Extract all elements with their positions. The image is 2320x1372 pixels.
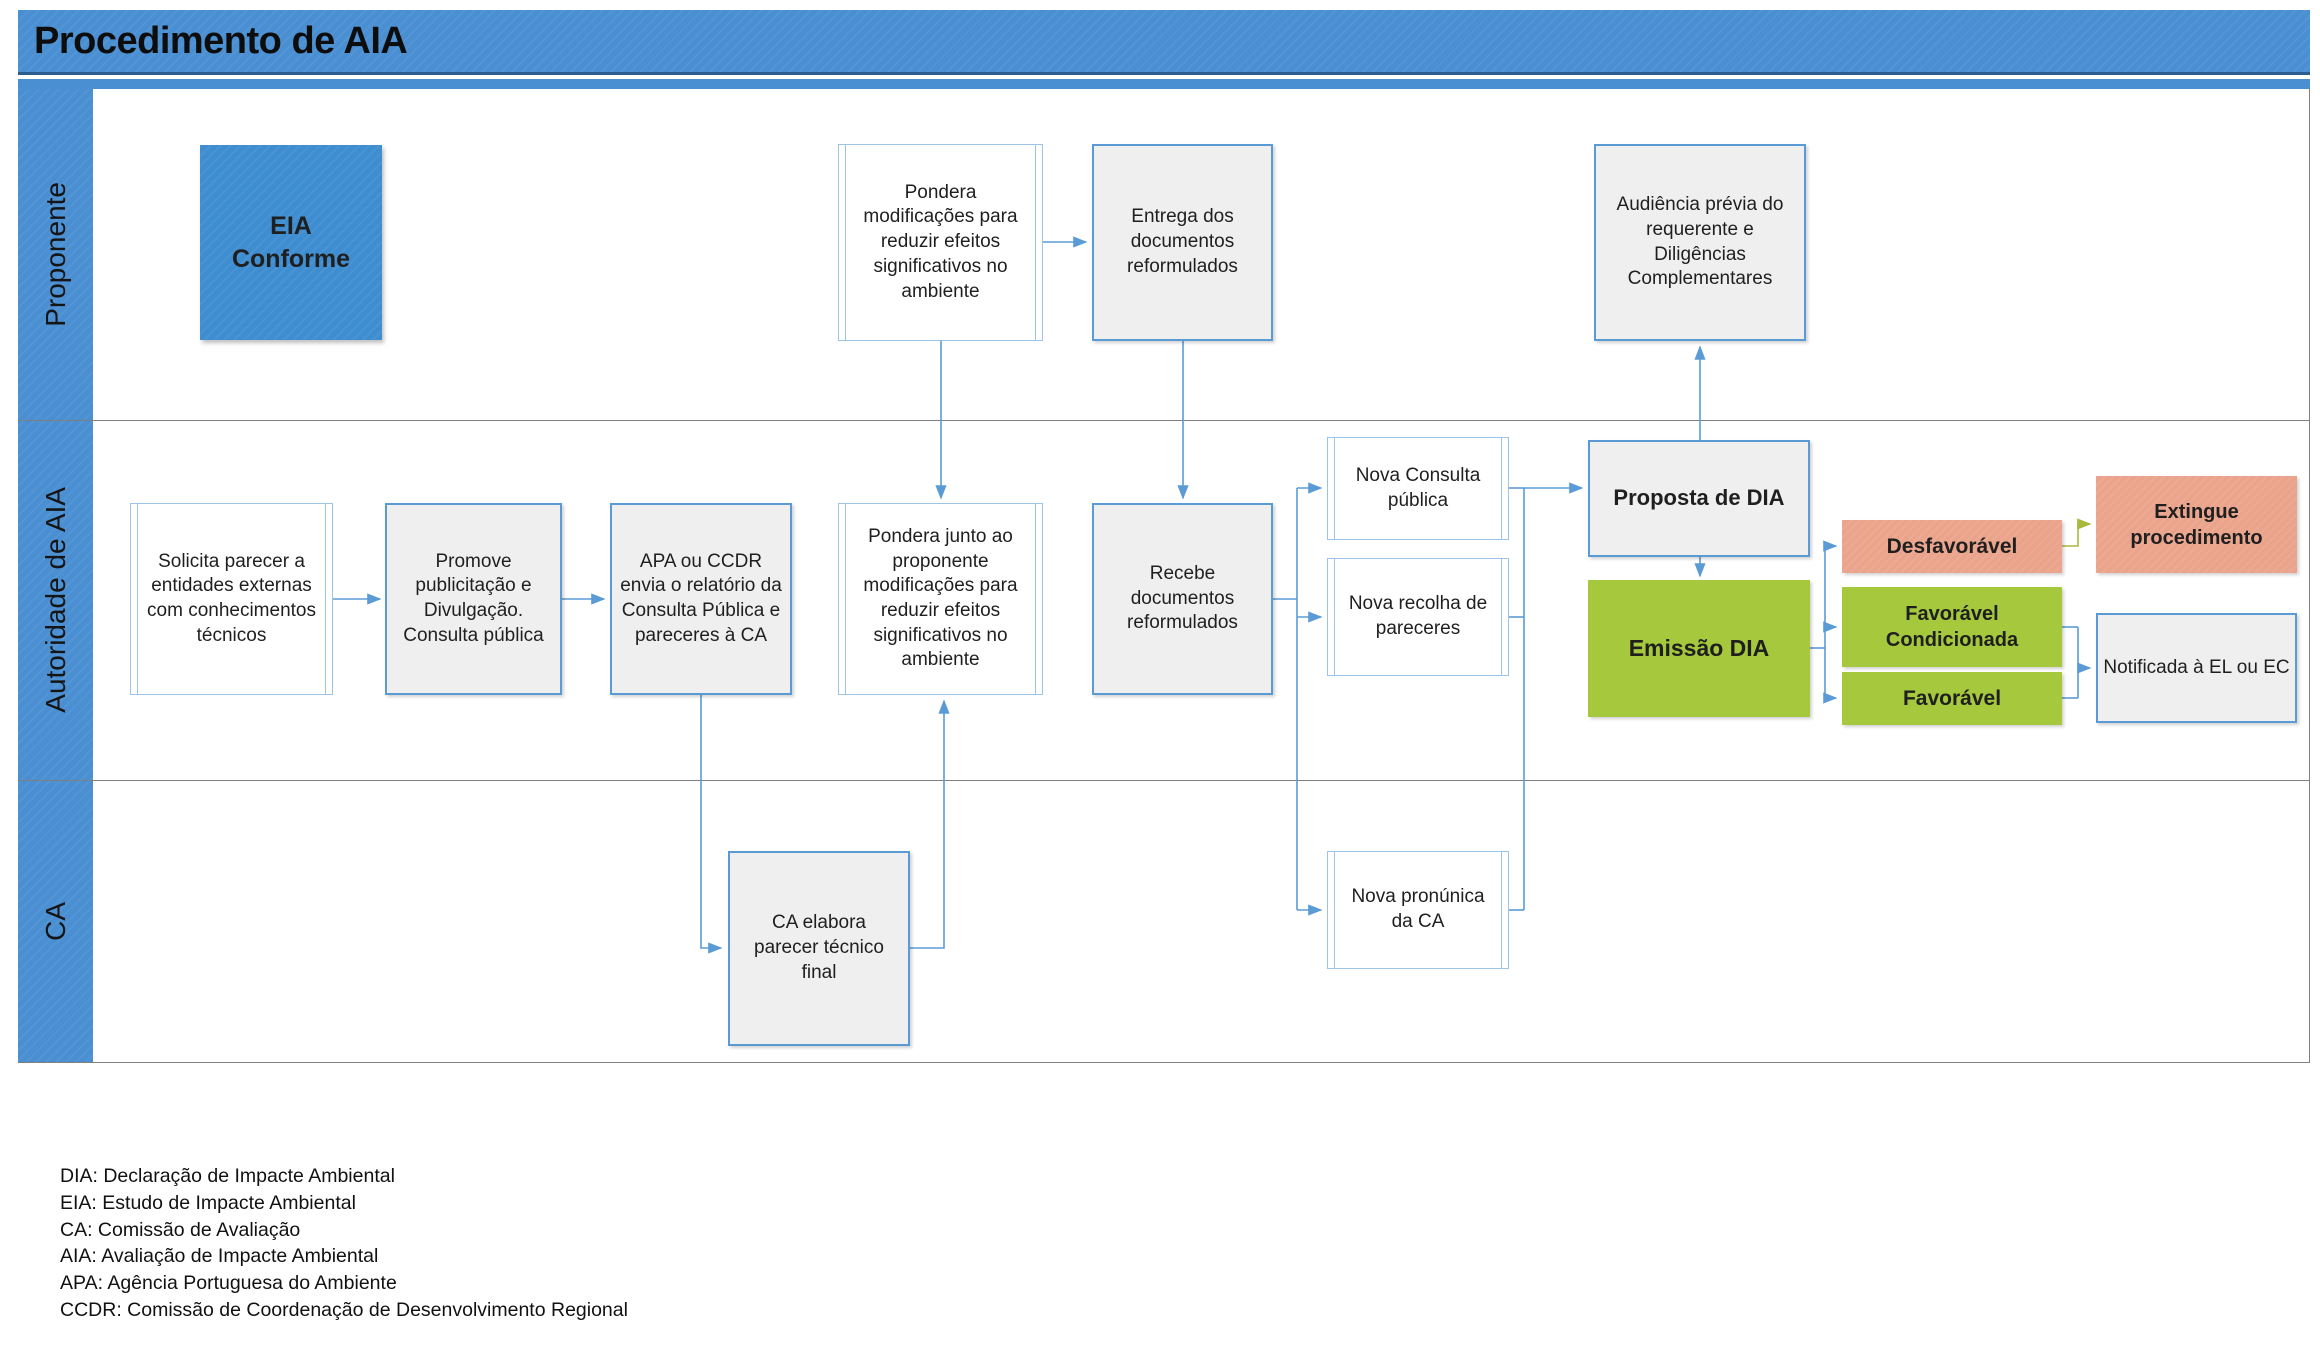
node-recebe-documentos: Recebe documentos reformulados xyxy=(1092,503,1273,695)
abbreviation-legend: DIA: Declaração de Impacte Ambiental EIA… xyxy=(60,1163,628,1324)
lane-ca-label: CA xyxy=(39,901,71,941)
node-ca-elabora-parecer: CA elabora parecer técnico final xyxy=(728,851,910,1046)
canvas-right-border xyxy=(2309,89,2310,1062)
node-solicita-parecer: Solicita parecer a entidades externas co… xyxy=(130,503,333,695)
node-desfavoravel: Desfavorável xyxy=(1842,520,2062,573)
node-extingue-procedimento: Extingue procedimento xyxy=(2096,476,2297,573)
node-emissao-dia: Emissão DIA xyxy=(1588,580,1810,717)
node-eia-conforme: EIA Conforme xyxy=(200,145,382,340)
node-nova-pronuncia-ca: Nova pronúnica da CA xyxy=(1327,851,1509,969)
node-nova-consulta-publica: Nova Consulta pública xyxy=(1327,437,1509,540)
title-bar: Procedimento de AIA xyxy=(18,10,2310,75)
lane-autoridade-aia-label: Autoridade de AIA xyxy=(39,487,71,713)
lane-separator-1 xyxy=(18,420,2310,421)
lane-label-column xyxy=(18,89,93,1062)
lane-proponente-label: Proponente xyxy=(39,182,71,327)
legend-line-dia: DIA: Declaração de Impacte Ambiental xyxy=(60,1165,395,1187)
node-favoravel-condicionada: Favorável Condicionada xyxy=(1842,587,2062,667)
legend-line-apa: APA: Agência Portuguesa do Ambiente xyxy=(60,1272,397,1295)
node-notificada-el-ec: Notificada à EL ou EC xyxy=(2096,613,2297,723)
diagram-title: Procedimento de AIA xyxy=(34,19,408,62)
node-apa-ccdr-envia: APA ou CCDR envia o relatório da Consult… xyxy=(610,503,792,695)
lane-autoridade-aia: Autoridade de AIA xyxy=(18,420,93,780)
node-favoravel: Favorável xyxy=(1842,672,2062,725)
lane-ca: CA xyxy=(18,780,93,1062)
node-nova-recolha-pareceres: Nova recolha de pareceres xyxy=(1327,558,1509,676)
node-proposta-dia: Proposta de DIA xyxy=(1588,440,1810,557)
node-pondera-junto: Pondera junto ao proponente modificações… xyxy=(838,503,1043,695)
lane-proponente: Proponente xyxy=(18,89,93,420)
lane-separator-2 xyxy=(18,780,2310,781)
legend-line-eia: EIA: Estudo de Impacte Ambiental xyxy=(60,1191,356,1214)
canvas-bottom-border xyxy=(18,1062,2310,1063)
node-entrega-documentos: Entrega dos documentos reformulados xyxy=(1092,144,1273,341)
legend-line-ccdr: CCDR: Comissão de Coordenação de Desenvo… xyxy=(60,1298,628,1321)
legend-line-aia: AIA: Avaliação de Impacte Ambiental xyxy=(60,1245,379,1268)
title-substrip xyxy=(18,79,2310,89)
legend-line-ca: CA: Comissão de Avaliação xyxy=(60,1218,301,1241)
node-audiencia-previa: Audiência prévia do requerente e Diligên… xyxy=(1594,144,1806,341)
node-pondera-modificacoes: Pondera modificações para reduzir efeito… xyxy=(838,144,1043,341)
node-promove-publicitacao: Promove publicitação e Divulgação. Consu… xyxy=(385,503,562,695)
